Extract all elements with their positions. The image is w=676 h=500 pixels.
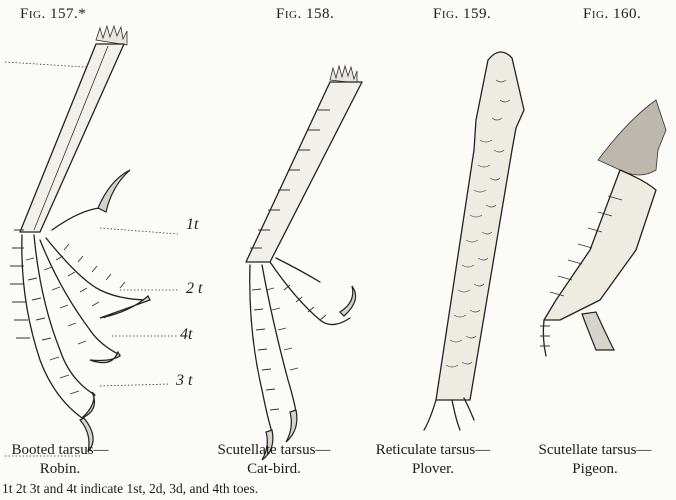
caption-robin: Booted tarsus— Robin. [0,441,120,479]
robin-foot-illustration [5,26,178,456]
caption-catbird-line2: Cat-bird. [196,460,352,479]
caption-robin-line1: Booted tarsus— [0,441,120,460]
caption-pigeon-line1: Scutellate tarsus— [515,441,675,460]
caption-plover-line1: Reticulate tarsus— [356,441,510,460]
toe-label-2t: 2 t [186,280,202,298]
caption-plover-line2: Plover. [356,460,510,479]
catbird-foot-illustration [246,66,362,460]
caption-pigeon: Scutellate tarsus— Pigeon. [515,441,675,479]
toe-label-1t: 1t [186,216,198,234]
caption-catbird: Scutellate tarsus— Cat-bird. [196,441,352,479]
caption-pigeon-line2: Pigeon. [515,460,675,479]
footnote: 1t 2t 3t and 4t indicate 1st, 2d, 3d, an… [2,481,258,497]
caption-catbird-line1: Scutellate tarsus— [196,441,352,460]
toe-label-3t: 3 t [176,372,192,390]
plover-foot-illustration [424,52,524,430]
toe-label-4t: 4t [180,326,192,344]
caption-robin-line2: Robin. [0,460,120,479]
pigeon-foot-illustration [540,100,666,356]
caption-plover: Reticulate tarsus— Plover. [356,441,510,479]
